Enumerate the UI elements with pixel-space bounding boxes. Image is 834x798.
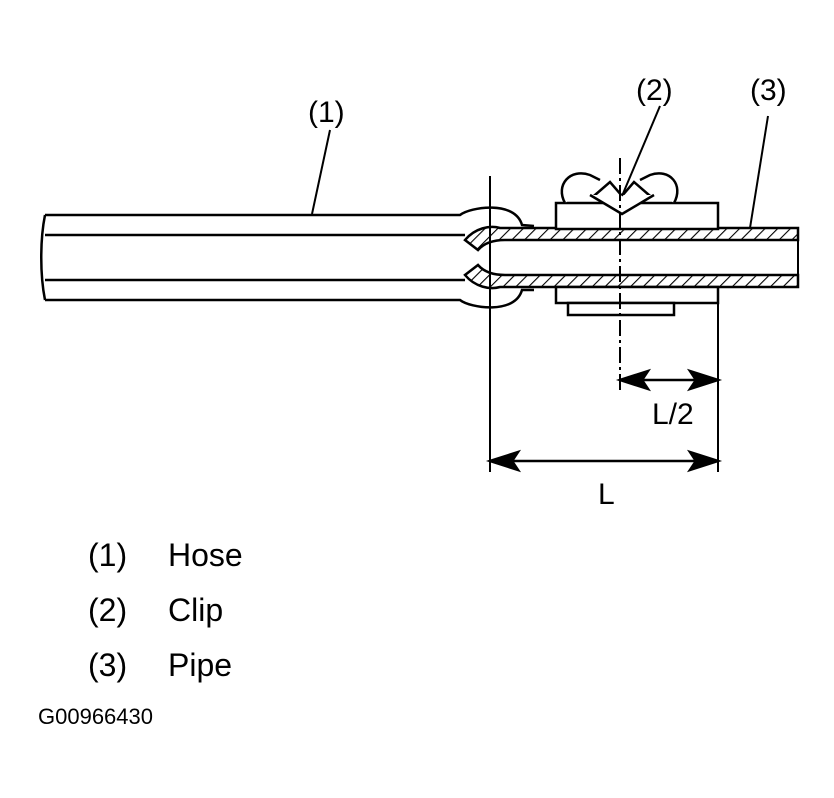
legend-label: Pipe — [168, 647, 233, 683]
dimension-length — [485, 449, 723, 473]
callout-hose: (1) — [308, 96, 345, 129]
callout-pipe: (3) — [750, 74, 787, 107]
dimension-length-label: L — [598, 478, 615, 511]
legend-number: (3) — [88, 647, 128, 683]
figure-id: G00966430 — [38, 704, 153, 729]
hose-clip-diagram: (1) (2) (3) L/2 L — [40, 74, 800, 511]
legend-item-hose: (1) Hose — [88, 528, 243, 583]
legend-item-clip: (2) Clip — [88, 583, 243, 638]
legend-number: (2) — [88, 592, 128, 628]
callout-clip: (2) — [636, 74, 673, 107]
legend-label: Clip — [168, 592, 224, 628]
hose — [40, 206, 535, 309]
leader-lines — [311, 105, 769, 229]
pipe — [463, 225, 800, 290]
legend-item-pipe: (3) Pipe — [88, 638, 243, 693]
legend-label: Hose — [168, 537, 243, 573]
dimension-half-length-label: L/2 — [652, 398, 694, 431]
extension-lines — [489, 176, 719, 472]
dimension-half-length — [615, 368, 723, 392]
clip — [554, 172, 720, 317]
legend: (1) Hose (2) Clip (3) Pipe — [88, 528, 243, 693]
legend-number: (1) — [88, 537, 128, 573]
